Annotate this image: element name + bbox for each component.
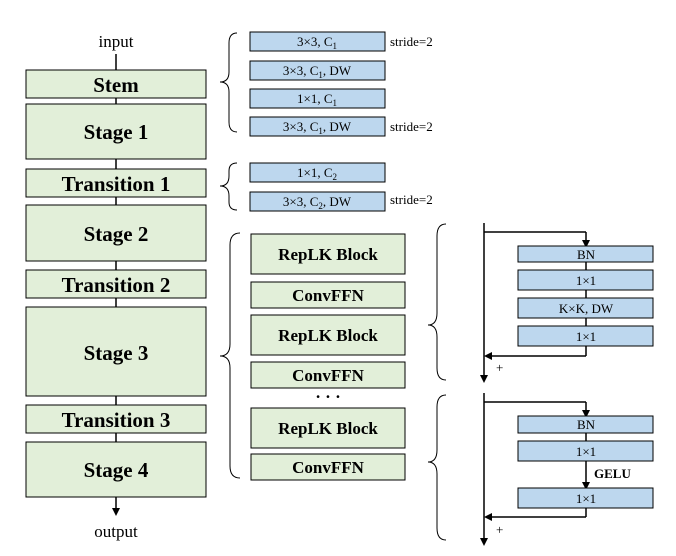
transition-layer-1 xyxy=(249,162,386,183)
convffn-plus: + xyxy=(496,522,503,537)
stem-layer-3-label: 1×1, C1 xyxy=(297,91,337,108)
stage-replk-block-1-label: RepLK Block xyxy=(278,245,378,264)
stage-replk-block-3-label: RepLK Block xyxy=(278,419,378,438)
convffn-layer-bn-label: BN xyxy=(577,417,596,432)
convffn-brace xyxy=(427,394,447,541)
stem-brace xyxy=(219,32,238,133)
replk-plus: + xyxy=(496,360,503,375)
stage-brace xyxy=(219,232,241,479)
replk-layer-conv1-label: 1×1 xyxy=(576,273,596,288)
stage-4-box xyxy=(25,441,207,498)
stage-2-label: Stage 2 xyxy=(84,222,149,246)
transition-1-label: Transition 1 xyxy=(62,172,171,196)
replk-layer-conv2-label: 1×1 xyxy=(576,329,596,344)
stage-1-label: Stage 1 xyxy=(84,120,149,144)
transition-1-box xyxy=(25,168,207,198)
stage-convffn-3-label: ConvFFN xyxy=(292,458,365,477)
stage-replk-block-2 xyxy=(250,314,406,356)
stem-layer-4-label: 3×3, C1, DW xyxy=(283,119,352,136)
transition-2-box xyxy=(25,269,207,299)
replk-layer-bn-label: BN xyxy=(577,247,596,262)
convffn-layer-conv2-label: 1×1 xyxy=(576,491,596,506)
output-label: output xyxy=(94,522,138,541)
stem-label: Stem xyxy=(93,73,139,97)
stem-layer-1 xyxy=(249,31,386,52)
convffn-gelu-label: GELU xyxy=(594,466,631,481)
stem-layer-1-label: 3×3, C1 xyxy=(297,34,337,51)
replk-layer-dw-label: K×K, DW xyxy=(559,301,614,316)
stem-stride-1: stride=2 xyxy=(390,34,433,49)
stage-convffn-3 xyxy=(250,453,406,481)
stem-layer-4 xyxy=(249,116,386,137)
stage-2-box xyxy=(25,204,207,262)
transition-layer-2-label: 3×3, C2, DW xyxy=(283,194,352,211)
transition-2-label: Transition 2 xyxy=(62,273,171,297)
replk-brace xyxy=(427,223,447,381)
stem-stride-2: stride=2 xyxy=(390,119,433,134)
transition-layer-1-label: 1×1, C2 xyxy=(297,165,337,182)
stage-convffn-2-label: ConvFFN xyxy=(292,366,365,385)
transition-3-box xyxy=(25,404,207,434)
transition-brace xyxy=(219,162,238,211)
transition-3-label: Transition 3 xyxy=(62,408,171,432)
stage-3-box xyxy=(25,306,207,397)
stem-layer-3 xyxy=(249,88,386,109)
transition-layer-2 xyxy=(249,191,386,212)
stage-3-label: Stage 3 xyxy=(84,341,149,365)
stem-layer-2 xyxy=(249,60,386,81)
stage-ellipsis: · · · xyxy=(315,387,341,406)
input-label: input xyxy=(99,32,134,51)
stage-convffn-1 xyxy=(250,281,406,309)
stage-convffn-2 xyxy=(250,361,406,389)
stage-1-box xyxy=(25,103,207,160)
transition-stride: stride=2 xyxy=(390,192,433,207)
convffn-layer-conv1-label: 1×1 xyxy=(576,444,596,459)
stage-4-label: Stage 4 xyxy=(84,458,149,482)
stage-replk-block-1 xyxy=(250,233,406,275)
stage-replk-block-2-label: RepLK Block xyxy=(278,326,378,345)
stage-convffn-1-label: ConvFFN xyxy=(292,286,365,305)
stem-layer-2-label: 3×3, C1, DW xyxy=(283,63,352,80)
stage-replk-block-3 xyxy=(250,407,406,449)
